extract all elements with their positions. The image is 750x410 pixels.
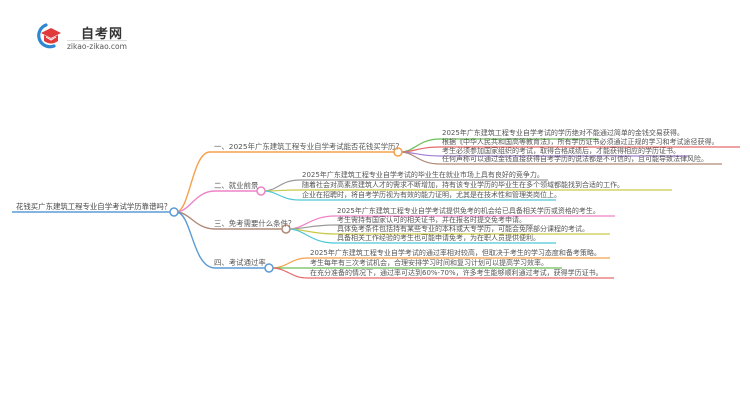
subtopic-1-1[interactable]: 2025年广东建筑工程专业自学考试的学历绝对不能通过简单的金钱交易获得。 bbox=[442, 129, 684, 137]
branch-3-node-handle bbox=[281, 224, 291, 234]
subtopic-4-2[interactable]: 考生每年有三次考试机会，合理安排学习时间和复习计划可以提高学习效率。 bbox=[310, 259, 548, 267]
branch-topic-2[interactable]: 二、就业前景 bbox=[214, 181, 259, 190]
subtopic-3-2[interactable]: 考生需持有国家认可的相关证书，并在报名时提交免考申请。 bbox=[337, 216, 526, 224]
subtopic-4-3[interactable]: 在充分准备的情况下，通过率可达到60%-70%，许多考生能够顺利通过考试，获得学… bbox=[310, 269, 603, 277]
branch-topic-3[interactable]: 三、免考需要什么条件？ bbox=[214, 219, 296, 228]
subtopic-1-2[interactable]: 根据《中华人民共和国高等教育法》，所有学历证书必须通过正规的学习和考试途径获得。 bbox=[442, 138, 719, 146]
branch-topic-4[interactable]: 四、考试通过率 bbox=[214, 258, 266, 267]
subtopic-1-4[interactable]: 任何声称可以通过金钱直接获得自考学历的说法都是不可信的，且可能导致法律风险。 bbox=[442, 155, 708, 163]
subtopic-2-1[interactable]: 2025年广东建筑工程专业自学考试的毕业生在就业市场上具有良好的竞争力。 bbox=[302, 171, 544, 179]
subtopic-3-3[interactable]: 具体免考条件包括持有某些专业的本科或大专学历，可能会免除部分课程的考试。 bbox=[337, 225, 589, 233]
subtopic-2-2[interactable]: 随着社会对高素质建筑人才的需求不断增加，持有该专业学历的毕业生在多个领域都能找到… bbox=[302, 181, 624, 189]
branch-4-node-handle bbox=[264, 263, 274, 273]
subtopic-2-3[interactable]: 企业在招聘时，将自考学历视为有效的能力证明，尤其是在技术性和管理类岗位上。 bbox=[302, 191, 561, 199]
branch-topic-1[interactable]: 一、2025年广东建筑工程专业自学考试能否花钱买学历？ bbox=[214, 142, 403, 151]
logo-title: 自考网 bbox=[81, 27, 124, 42]
subtopic-3-1[interactable]: 2025年广东建筑工程专业自学考试提供免考的机会给已具备相关学历或资格的考生。 bbox=[337, 207, 600, 215]
subtopic-3-4[interactable]: 具备相关工作经验的考生也可能申请免考，为在职人员提供便利。 bbox=[337, 234, 540, 242]
graduation-cap-icon bbox=[37, 23, 61, 49]
logo-url: zikao-zikao.com bbox=[67, 40, 127, 51]
branch-2-node-handle bbox=[256, 186, 266, 196]
root-node-handle bbox=[169, 207, 179, 217]
root-topic[interactable]: 花钱买广东建筑工程专业自学考试学历靠谱吗？ bbox=[16, 202, 172, 211]
branch-1-node-handle bbox=[393, 147, 403, 157]
subtopic-4-1[interactable]: 2025年广东建筑工程专业自学考试的通过率相对较高，但取决于考生的学习态度和备考… bbox=[310, 249, 601, 257]
subtopic-1-3[interactable]: 考生必须参加国家组织的考试，取得合格成绩后，才能获得相应的学历证书。 bbox=[442, 147, 680, 155]
site-logo[interactable]: 自考网 zikao-zikao.com bbox=[32, 21, 192, 51]
